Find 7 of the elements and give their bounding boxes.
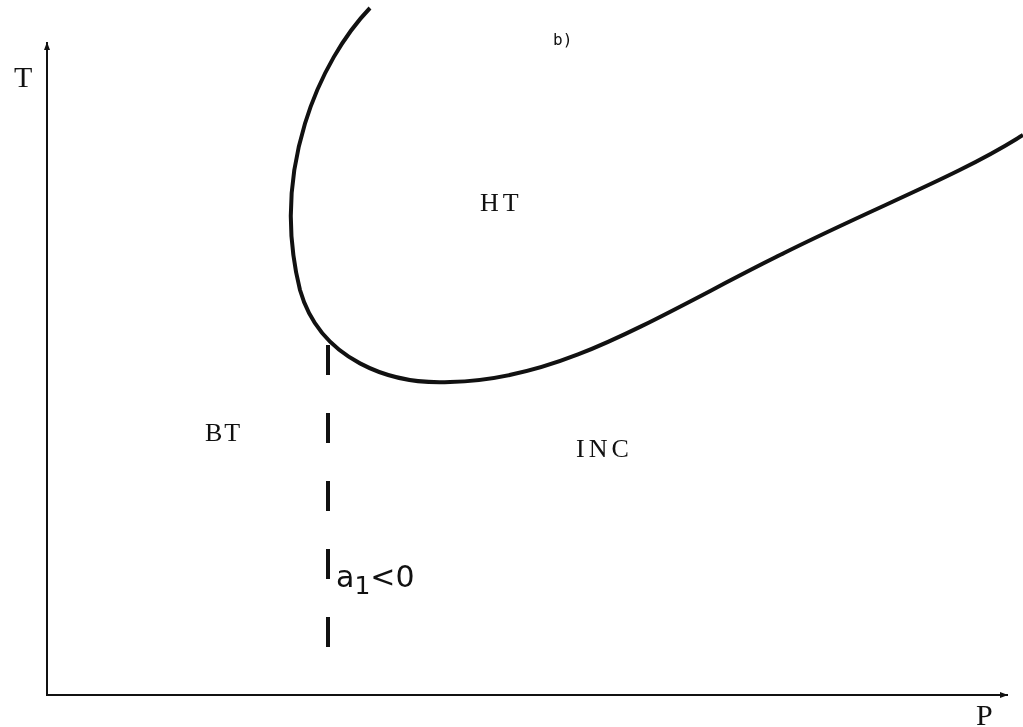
- panel-label: b): [553, 32, 573, 48]
- region-label: INC: [576, 436, 633, 462]
- axis-label: T: [14, 62, 33, 92]
- condition-label: a$_{1}$<0: [336, 562, 415, 598]
- region-label: BT: [205, 420, 243, 446]
- axis-label: P: [976, 700, 993, 727]
- region-label: HT: [480, 190, 523, 216]
